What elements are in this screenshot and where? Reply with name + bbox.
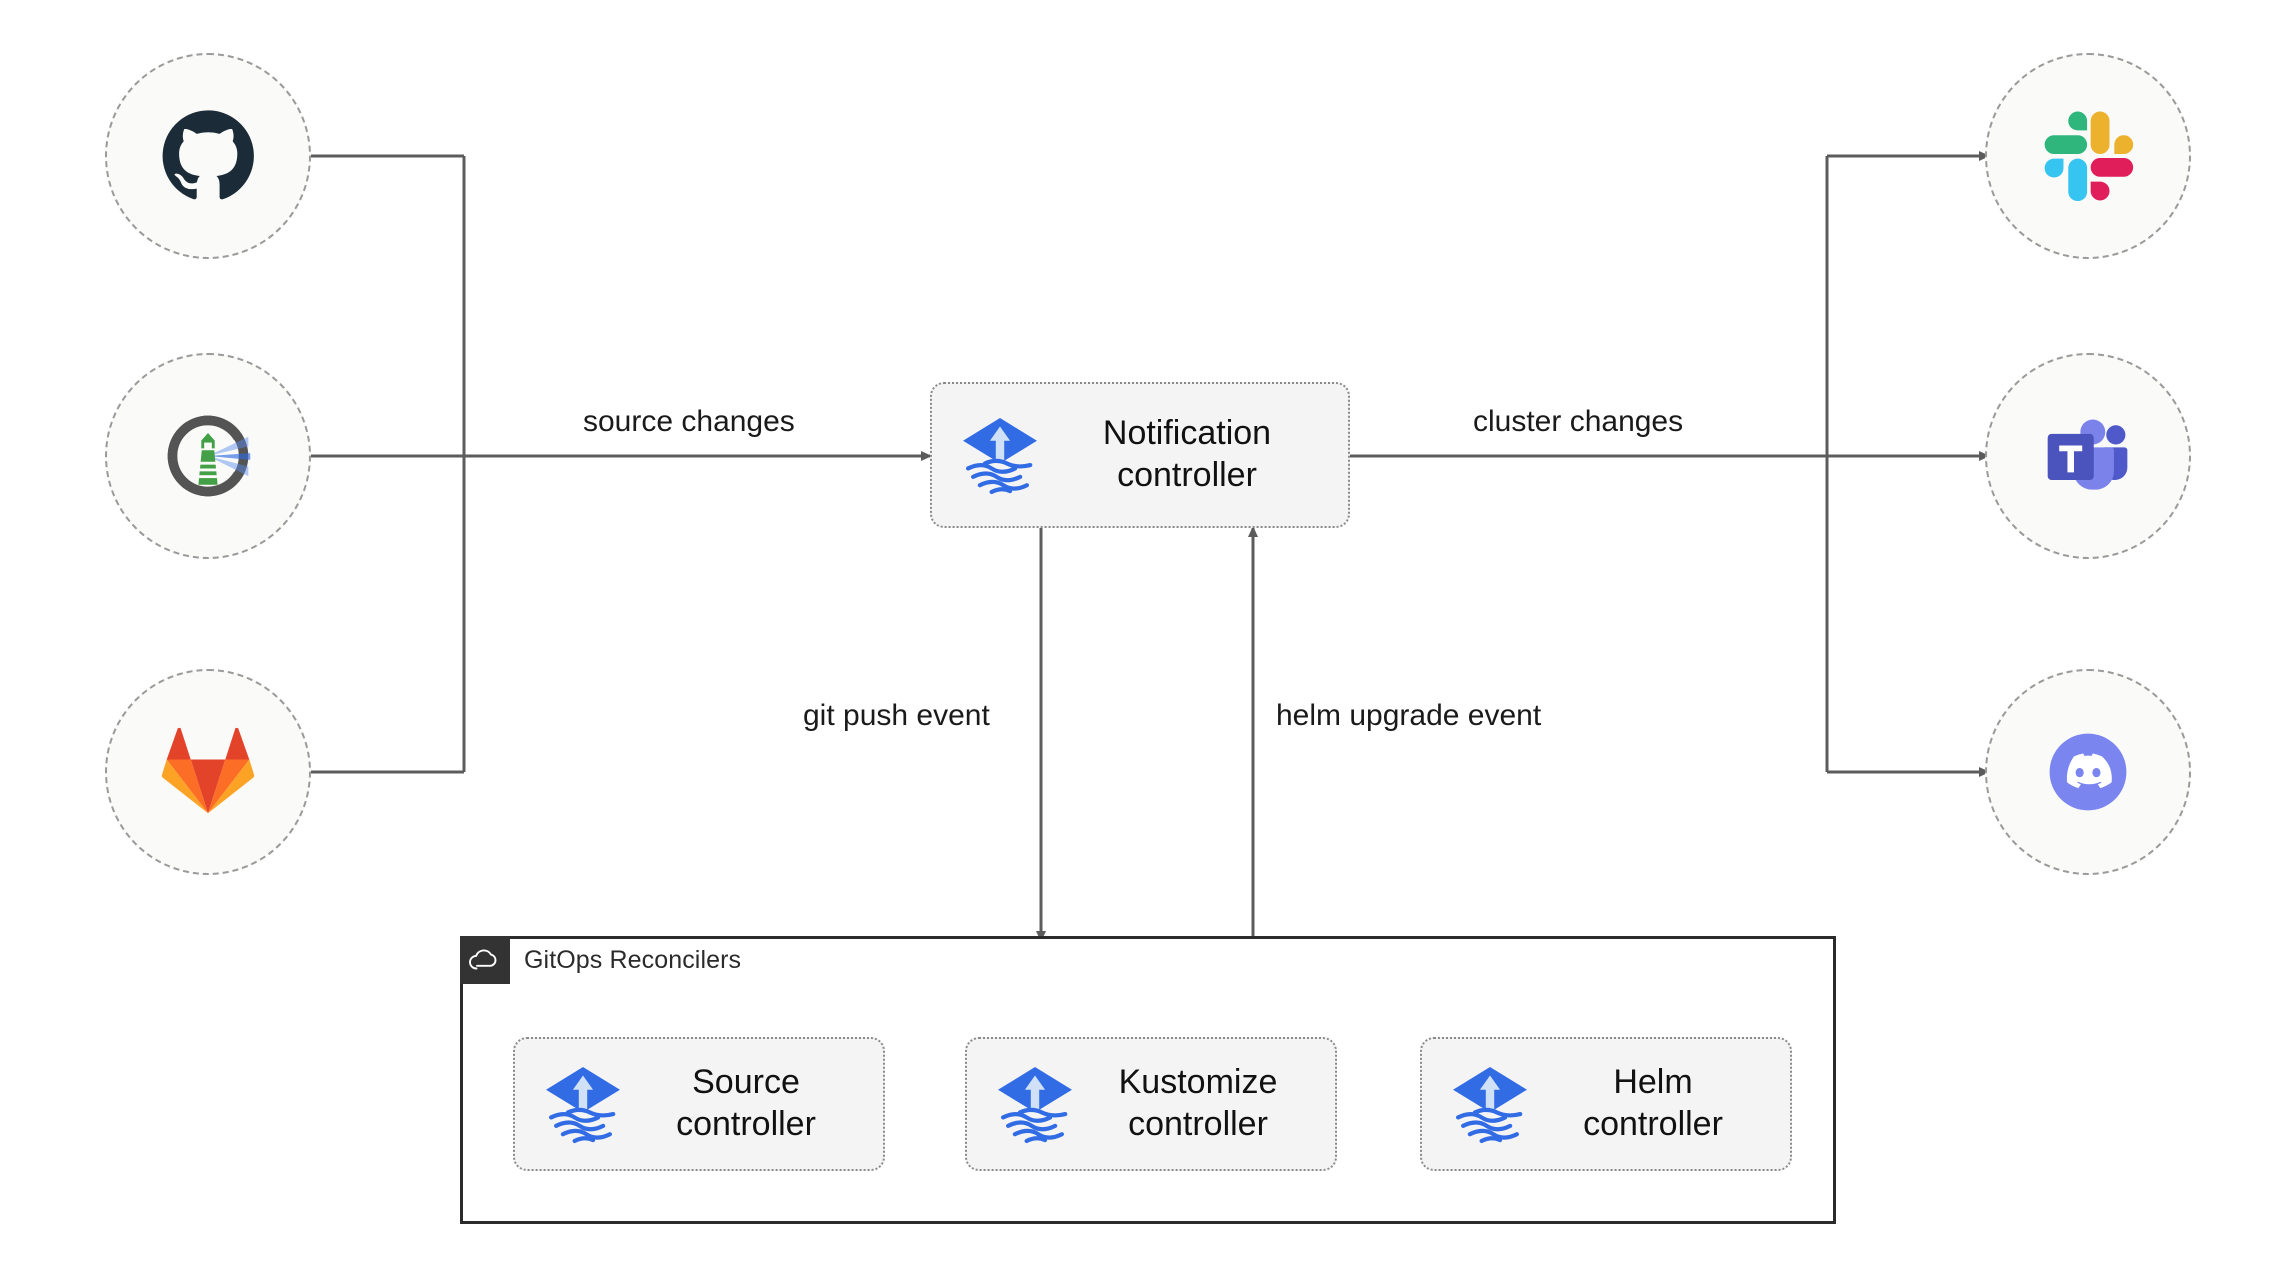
edge-label-source-changes: source changes <box>575 403 803 441</box>
kustomize-controller-label: Kustomize controller <box>1118 1063 1278 1143</box>
gitops-reconcilers-title: GitOps Reconcilers <box>524 945 742 974</box>
helm-controller-box[interactable]: Helm controller <box>1420 1037 1792 1171</box>
flux-icon <box>546 1067 620 1144</box>
slack-icon <box>2044 111 2134 202</box>
gitops-badge <box>460 936 510 984</box>
helm-oci-icon <box>167 415 251 497</box>
edge-label-helm-upgrade-event: helm upgrade event <box>1268 697 1550 735</box>
flux-icon <box>963 418 1037 495</box>
notification-controller-box[interactable]: Notification controller <box>930 382 1350 528</box>
notification-controller-label: Notification controller <box>1102 414 1272 494</box>
discord-icon <box>2049 733 2127 811</box>
kustomize-controller-box[interactable]: Kustomize controller <box>965 1037 1337 1171</box>
teams-icon <box>2047 419 2128 490</box>
destination-node-slack[interactable] <box>1985 53 2191 259</box>
gitlab-icon <box>161 727 255 814</box>
flux-icon <box>1453 1067 1527 1144</box>
source-controller-label: Source controller <box>676 1063 816 1143</box>
flux-icon <box>998 1067 1072 1144</box>
edge-label-git-push-event: git push event <box>795 697 998 735</box>
source-node-gitlab[interactable] <box>105 669 311 875</box>
gitops-reconcilers-header: GitOps Reconcilers <box>460 936 741 984</box>
source-node-github[interactable] <box>105 53 311 259</box>
cloud-icon <box>469 949 497 970</box>
source-node-helm[interactable] <box>105 353 311 559</box>
helm-controller-label: Helm controller <box>1583 1063 1723 1143</box>
destination-node-discord[interactable] <box>1985 669 2191 875</box>
github-icon <box>162 110 254 200</box>
source-controller-box[interactable]: Source controller <box>513 1037 885 1171</box>
edge-label-cluster-changes: cluster changes <box>1465 403 1692 441</box>
destination-node-teams[interactable] <box>1985 353 2191 559</box>
